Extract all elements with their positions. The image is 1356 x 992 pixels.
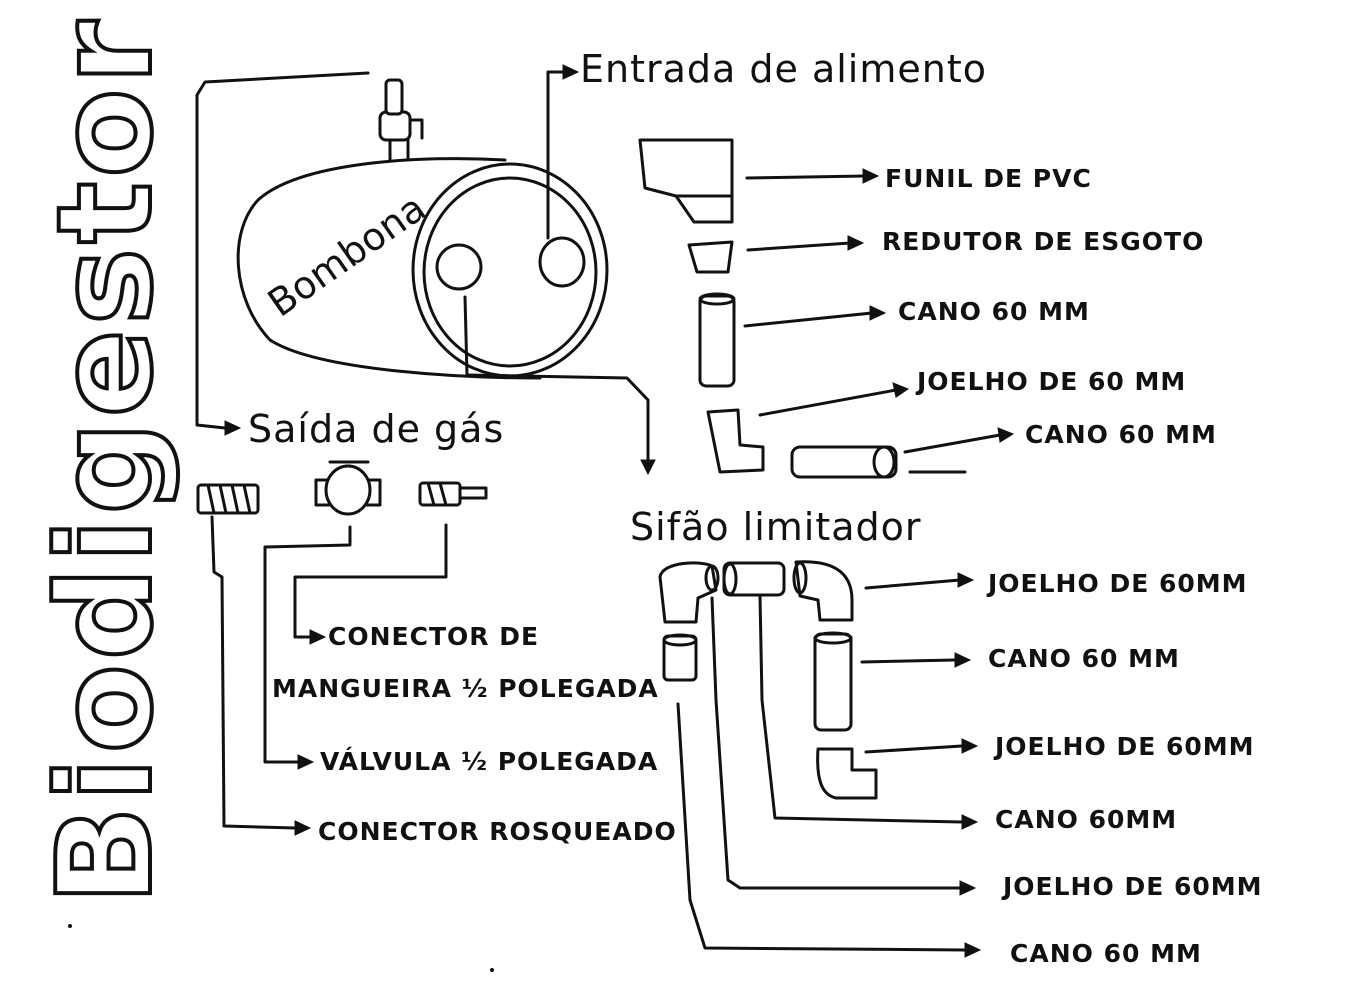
siphon-part-label: CANO 60 MM: [988, 644, 1180, 673]
gas-part-label: VÁLVULA ½ POLEGADA: [320, 747, 658, 776]
food-inlet-heading: Entrada de alimento: [580, 47, 987, 91]
gas-part-label: CONECTOR ROSQUEADO: [318, 817, 677, 846]
gas-outlet-heading: Saída de gás: [248, 407, 504, 451]
inlet-part-label: CANO 60 MM: [1025, 420, 1217, 449]
siphon-part-label: JOELHO DE 60MM: [1001, 872, 1263, 901]
gas-part-label: CONECTOR DE: [328, 622, 539, 651]
gas-parts-drawing: [196, 460, 488, 516]
inlet-parts-drawing: [638, 138, 898, 479]
siphon-parts-drawing: [658, 560, 878, 800]
inlet-part-label: JOELHO DE 60 MM: [915, 367, 1186, 396]
bombona-drum: Bombona: [236, 78, 609, 380]
inlet-part-label: CANO 60 MM: [898, 297, 1090, 326]
inlet-part-label: FUNIL DE PVC: [885, 164, 1092, 193]
siphon-part-label: CANO 60 MM: [1010, 939, 1202, 968]
siphon-heading: Sifão limitador: [630, 505, 922, 549]
gas-part-label-line: MANGUEIRA ½ POLEGADA: [272, 674, 659, 703]
bombona-label: Bombona: [260, 185, 434, 325]
gas-part-label-line: CONECTOR DE: [328, 622, 539, 651]
inlet-part-label: REDUTOR DE ESGOTO: [882, 227, 1204, 256]
siphon-part-label: CANO 60MM: [995, 805, 1177, 834]
siphon-part-label: JOELHO DE 60MM: [986, 569, 1248, 598]
gas-part-label: MANGUEIRA ½ POLEGADA: [272, 674, 659, 703]
diagram-title: Biodigestor: [29, 16, 181, 905]
siphon-part-label: JOELHO DE 60MM: [993, 732, 1255, 761]
